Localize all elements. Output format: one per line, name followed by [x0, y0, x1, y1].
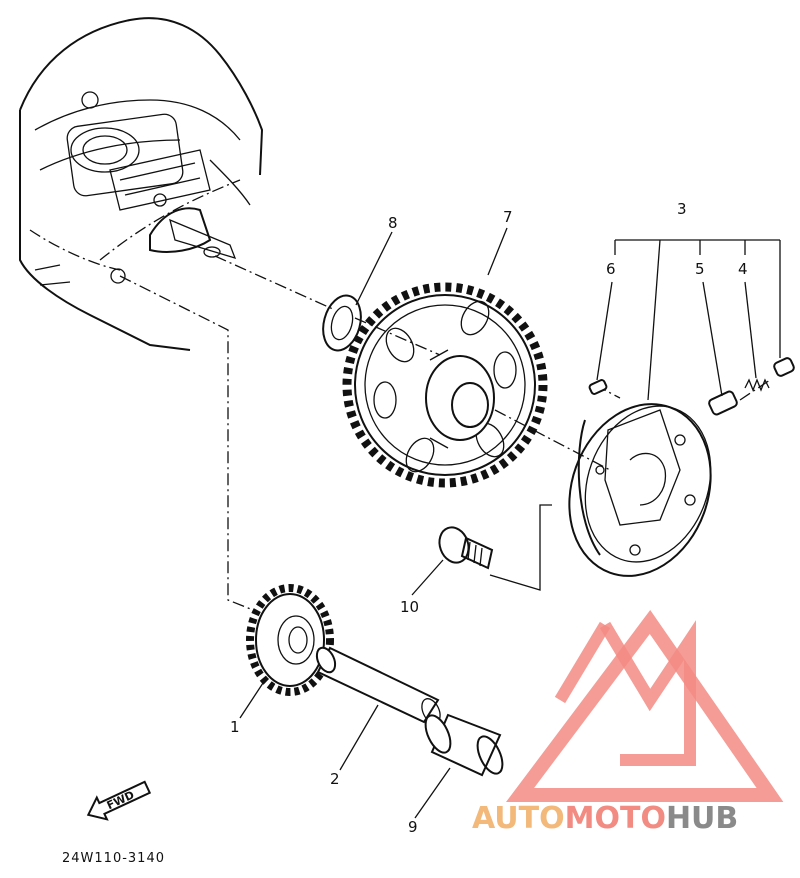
callout-7: 7 [503, 208, 513, 226]
watermark-moto: MOTO [565, 801, 666, 836]
callout-3: 3 [677, 200, 687, 218]
bushing-part-9 [424, 713, 504, 777]
callout-6: 6 [606, 260, 616, 278]
shaft-part-2 [315, 646, 441, 724]
roller-part-6 [588, 379, 608, 395]
clutch-housing-part-3 [568, 403, 712, 577]
large-gear-part-7 [342, 282, 548, 488]
callout-1: 1 [230, 718, 240, 736]
watermark-hub: HUB [666, 801, 738, 836]
callout-5: 5 [695, 260, 705, 278]
washer-part-8 [322, 294, 362, 352]
small-gear-part-1 [246, 584, 334, 696]
callout-4: 4 [738, 260, 748, 278]
watermark-auto: AUTO [472, 801, 565, 836]
automotohub-logo-icon: AUTOMOTOHUB [472, 610, 784, 836]
spring-part-4 [744, 378, 770, 392]
callout-9: 9 [408, 818, 418, 836]
callout-leaders [239, 227, 781, 819]
bolt-part-10 [438, 526, 494, 570]
callout-10: 10 [400, 598, 419, 616]
svg-text:AUTOMOTOHUB: AUTOMOTOHUB [472, 801, 738, 836]
engine-crankcase [19, 17, 264, 351]
watermark-triangle [505, 610, 784, 802]
callout-2: 2 [330, 770, 340, 788]
plunger-cap [773, 357, 795, 377]
fwd-label: FWD [105, 788, 137, 812]
callout-labels: 1 2 3 4 5 6 7 8 9 10 [230, 200, 748, 836]
cap-part-5 [708, 390, 738, 416]
drawing-code: 24W110-3140 [62, 851, 165, 866]
callout-8: 8 [388, 214, 398, 232]
fwd-arrow-icon: FWD [86, 780, 152, 821]
